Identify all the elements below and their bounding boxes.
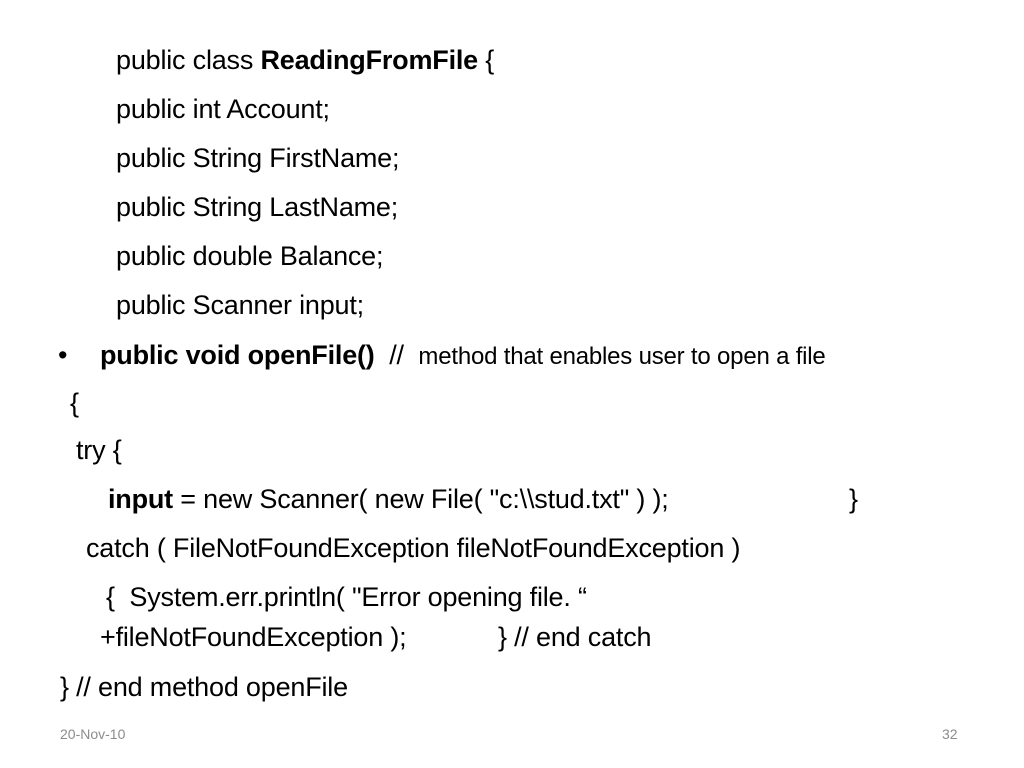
field-account-line: public int Account;: [116, 94, 330, 124]
field-firstname-line: public String FirstName;: [116, 143, 400, 173]
class-declaration-line: public class ReadingFromFile {: [116, 44, 494, 76]
field-input-line: public Scanner input;: [116, 290, 364, 320]
footer-page-number: 32: [942, 726, 958, 742]
input-assignment-line: input = new Scanner( new File( "c:\\stud…: [108, 483, 669, 515]
method-signature-line: public void openFile() // method that en…: [100, 339, 826, 373]
input-keyword: input: [108, 484, 173, 514]
method-comment-text: method that enables user to open a file: [418, 343, 826, 370]
try-line: try {: [76, 435, 122, 465]
class-prefix: public class: [116, 45, 261, 75]
method-comment-slashes: //: [389, 340, 404, 370]
class-name: ReadingFromFile: [260, 45, 478, 75]
catch-body-line-1: { System.err.println( "Error opening fil…: [106, 582, 587, 612]
catch-end-comment: } // end catch: [498, 622, 652, 652]
try-close-brace: }: [849, 484, 858, 514]
field-lastname-line: public String LastName;: [116, 192, 399, 222]
method-end-line: } // end method openFile: [60, 672, 348, 702]
footer-date: 20-Nov-10: [60, 726, 126, 742]
class-suffix: {: [478, 45, 495, 75]
field-balance-line: public double Balance;: [116, 241, 384, 271]
input-assignment-rest: = new Scanner( new File( "c:\\stud.txt" …: [172, 484, 669, 514]
method-signature: public void openFile(): [100, 340, 375, 370]
catch-line: catch ( FileNotFoundException fileNotFou…: [86, 533, 741, 563]
bullet-marker: •: [58, 340, 68, 370]
method-open-brace: {: [70, 388, 79, 418]
catch-body-line-2: +fileNotFoundException );: [100, 622, 407, 652]
